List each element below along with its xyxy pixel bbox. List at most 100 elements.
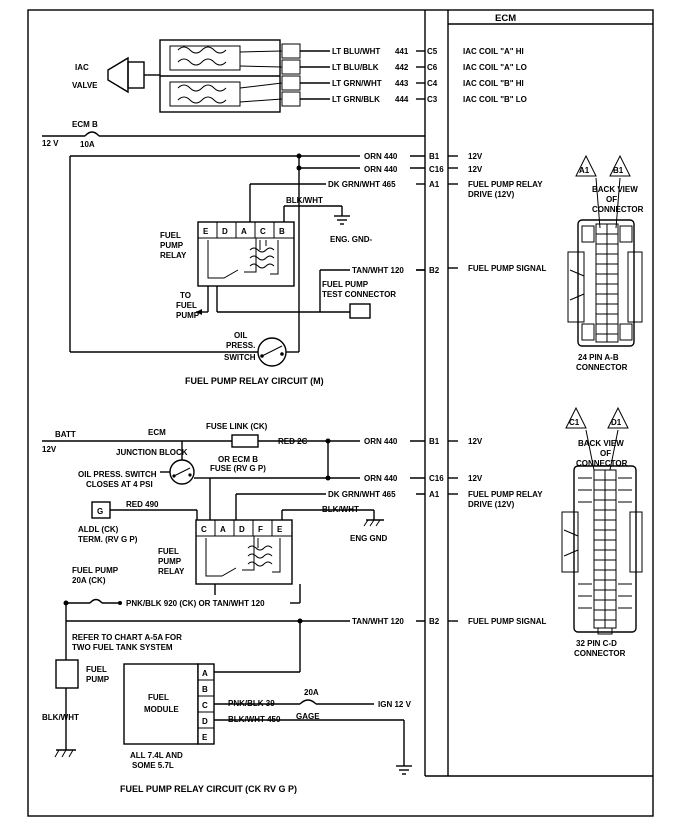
m-pin-c16: C16 <box>429 165 444 174</box>
cd-back-view-1: BACK VIEW <box>578 439 624 448</box>
m-oil-switch-3: SWITCH <box>224 353 256 362</box>
ab-back-view-2: OF <box>606 195 617 204</box>
iac-wire-4-color: LT GRN/BLK <box>332 95 380 104</box>
connector-cd: C1 D1 BACK VIEW OF CONNECTOR <box>561 406 643 658</box>
circuit-ck: BATT 12V ECM FUSE LINK (CK) OR ECM B FUS… <box>42 422 546 794</box>
ck-signal-b1: 12V <box>468 437 483 446</box>
m-test-connector-box <box>349 303 371 319</box>
m-relay-label-2: PUMP <box>160 241 184 250</box>
ck-fuel-module <box>123 663 199 745</box>
m-relay-pin-e: E <box>203 227 209 236</box>
fuse-symbol <box>84 131 100 137</box>
ck-blk-wht-label: BLK/WHT <box>322 505 359 514</box>
ck-refer-2: TWO FUEL TANK SYSTEM <box>72 643 173 652</box>
ck-pin-c16: C16 <box>429 474 444 483</box>
ck-fuse-rvgp: FUSE (RV G P) <box>210 464 266 473</box>
m-test-connector-2: TEST CONNECTOR <box>322 290 396 299</box>
ck-relay-pin-c: C <box>201 525 207 534</box>
ck-wire-orn-c16: ORN 440 <box>364 474 398 483</box>
ck-fuse-link-label: FUSE LINK (CK) <box>206 422 268 431</box>
ck-red-2c: RED 2C <box>278 437 308 446</box>
ck-note-2: SOME 5.7L <box>132 761 174 770</box>
iac-wire-3-pin: C4 <box>427 79 438 88</box>
iac-wire-1-circuit: 441 <box>395 47 409 56</box>
ck-aldl-1: ALDL (CK) <box>78 525 119 534</box>
ck-module-pin-e: E <box>202 733 208 742</box>
ck-module-1: FUEL <box>148 693 169 702</box>
m-signal-a1-2: DRIVE (12V) <box>468 190 515 199</box>
m-signal-b2: FUEL PUMP SIGNAL <box>468 264 546 273</box>
ck-relay-pin-a: A <box>220 525 226 534</box>
iac-wire-4-signal: IAC COIL "B" LO <box>463 95 527 104</box>
ck-refer-1: REFER TO CHART A-5A FOR <box>72 633 182 642</box>
ck-eng-gnd-label: ENG GND <box>350 534 388 543</box>
m-relay-pin-a: A <box>241 227 247 236</box>
m-oil-press-switch <box>257 337 287 367</box>
ab-pin1: A1 <box>579 166 590 175</box>
ck-signal-a1: FUEL PUMP RELAY <box>468 490 543 499</box>
m-caption: FUEL PUMP RELAY CIRCUIT (M) <box>185 376 324 386</box>
m-relay-label-1: FUEL <box>160 231 181 240</box>
ck-red-490: RED 490 <box>126 500 159 509</box>
m-wire-tan: TAN/WHT 120 <box>352 266 404 275</box>
cd-back-view-3: CONNECTOR <box>576 459 628 468</box>
ck-pin-a1: A1 <box>429 490 440 499</box>
m-relay-pin-d: D <box>222 227 228 236</box>
m-relay-label-3: RELAY <box>160 251 187 260</box>
ecm-block: ECM <box>424 10 653 777</box>
cd-connector-body <box>573 465 637 633</box>
iac-wire-3-signal: IAC COIL "B" HI <box>463 79 524 88</box>
m-to-fuel-pump-3: PUMP <box>176 311 200 320</box>
ck-ecm-label: ECM <box>148 428 166 437</box>
m-oil-switch-2: PRESS. <box>226 341 255 350</box>
ck-oil-switch-2: CLOSES AT 4 PSI <box>86 480 153 489</box>
ck-fuel-pump-fuse-2: 20A (CK) <box>72 576 106 585</box>
ck-batt-label: BATT <box>55 430 76 439</box>
iac-wire-4-circuit: 444 <box>395 95 409 104</box>
ck-caption: FUEL PUMP RELAY CIRCUIT (CK RV G P) <box>120 784 297 794</box>
ck-module-pin-d: D <box>202 717 208 726</box>
ck-module-pin-a: A <box>202 669 208 678</box>
ck-fuse-link <box>231 434 259 448</box>
ck-wire-tan: TAN/WHT 120 <box>352 617 404 626</box>
m-wire-orn-b1: ORN 440 <box>364 152 398 161</box>
ck-signal-c16: 12V <box>468 474 483 483</box>
cd-name-1: 32 PIN C-D <box>576 639 617 648</box>
supply-12v-label: 12 V <box>42 139 59 148</box>
m-signal-a1: FUEL PUMP RELAY <box>468 180 543 189</box>
ck-relay-pin-d: D <box>239 525 245 534</box>
m-to-fuel-pump-1: TO <box>180 291 191 300</box>
iac-valve-label: VALVE <box>72 81 98 90</box>
ck-pin-b1: B1 <box>429 437 440 446</box>
m-oil-switch-1: OIL <box>234 331 247 340</box>
ck-blk-wht-low: BLK/WHT <box>42 713 79 722</box>
iac-wire-3-color: LT GRN/WHT <box>332 79 382 88</box>
circuit-m: ECM B 12 V 10A ORN 440 ORN 440 DK GRN/WH… <box>42 120 546 386</box>
ck-or-ecm-b: OR ECM B <box>218 455 258 464</box>
connector-ab: A1 B1 BACK VIEW OF CONNECTOR 24 PIN A-B … <box>567 154 644 372</box>
ck-oil-switch-1: OIL PRESS. SWITCH <box>78 470 157 479</box>
m-pin-a1: A1 <box>429 180 440 189</box>
ck-pin-b2: B2 <box>429 617 440 626</box>
ab-name-2: CONNECTOR <box>576 363 628 372</box>
ecm-title: ECM <box>495 13 516 24</box>
ck-aldl-g: G <box>97 507 103 516</box>
iac-wire-2-color: LT BLU/BLK <box>332 63 379 72</box>
ck-relay-label-2: PUMP <box>158 557 182 566</box>
ab-name-1: 24 PIN A-B <box>578 353 619 362</box>
ck-fuel-pump-2: PUMP <box>86 675 110 684</box>
m-pin-b2: B2 <box>429 266 440 275</box>
iac-wire-1-pin: C5 <box>427 47 438 56</box>
cd-name-2: CONNECTOR <box>574 649 626 658</box>
ck-relay <box>195 519 293 585</box>
ab-back-view-1: BACK VIEW <box>592 185 638 194</box>
iac-wire-1-color: LT BLU/WHT <box>332 47 380 56</box>
iac-wire-2-pin: C6 <box>427 63 438 72</box>
iac-label: IAC <box>75 63 89 72</box>
ab-connector-body <box>577 219 635 347</box>
m-blk-wht-label: BLK/WHT <box>286 196 323 205</box>
ecm-b-fuse-label: ECM B <box>72 120 98 129</box>
iac-wire-2-circuit: 442 <box>395 63 409 72</box>
ck-relay-label-1: FUEL <box>158 547 179 556</box>
